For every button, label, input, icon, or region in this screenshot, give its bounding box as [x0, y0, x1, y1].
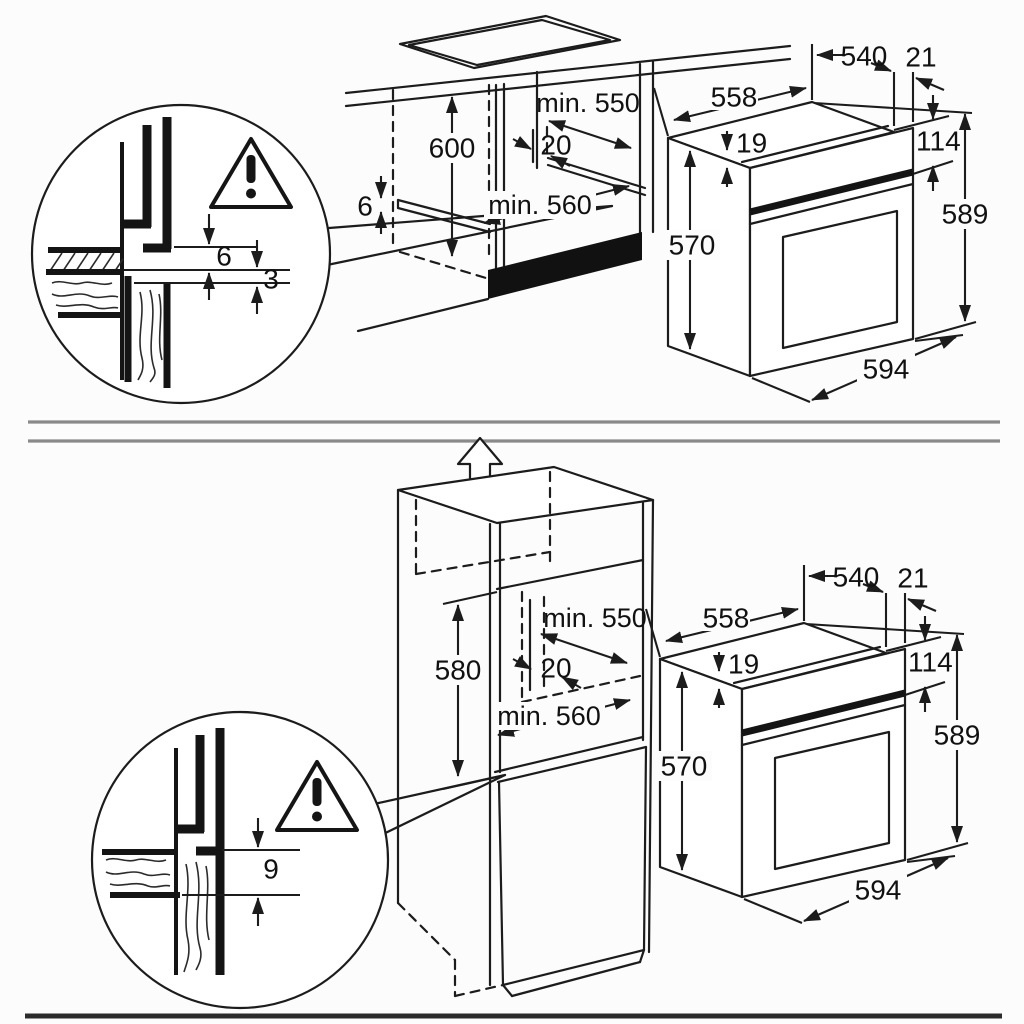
bottom-panel: 540 21 558 19 114 589 570 594 580 min. 5…: [90, 436, 983, 1010]
top-cabinet-drawing: [356, 60, 655, 333]
top-oven-overhang-label: 21: [905, 42, 936, 73]
bottom-cabinet-gap-label: 20: [540, 653, 571, 684]
bottom-cabinet-depth-label: min. 550: [543, 603, 647, 633]
top-oven-lip-label: 19: [736, 128, 767, 159]
top-oven-front-width-label: 594: [863, 354, 910, 385]
bottom-oven-width-label: 558: [703, 603, 750, 634]
bottom-oven-total-height-label: 589: [934, 720, 981, 751]
bottom-cabinet-height-label: 580: [435, 655, 482, 686]
plinth-shadow: [488, 232, 642, 299]
panel-divider: [28, 420, 1000, 443]
hob-cutout-inner: [407, 18, 612, 67]
bottom-oven-overhang-label: 21: [897, 563, 928, 594]
top-detail-clearance-label: 3: [263, 264, 279, 295]
top-cabinet-gap-label: 20: [540, 130, 571, 161]
top-oven-drawing: [654, 44, 991, 402]
top-cabinet-depth-label: min. 550: [536, 88, 640, 118]
hob-cutout-outer: [398, 14, 622, 70]
top-oven-total-height-label: 589: [942, 199, 989, 230]
top-oven-panel-height-label: 114: [916, 126, 961, 157]
bottom-cabinet-width-label: min. 560: [497, 701, 601, 731]
top-detail-gap-label: 6: [216, 241, 232, 272]
bottom-oven-depth-label: 540: [833, 562, 880, 593]
top-cabinet-rail-label: 6: [357, 191, 373, 222]
top-oven-side-height-label: 570: [669, 230, 716, 261]
top-detail-callout: [30, 103, 614, 405]
top-panel: 540 21 558 19 114 589 570 594 600 min. 5…: [30, 14, 991, 405]
top-worktop-drawing: [344, 14, 792, 108]
bottom-oven-side-height-label: 570: [661, 751, 708, 782]
top-cabinet-width-label: min. 560: [488, 190, 592, 220]
bottom-detail-clearance-label: 9: [263, 854, 279, 885]
top-oven-width-label: 558: [711, 82, 758, 113]
bottom-cabinet-drawing: [396, 465, 655, 998]
top-oven-depth-label: 540: [841, 41, 888, 72]
bottom-detail-callout: [90, 710, 507, 1010]
bottom-oven-drawing: [646, 565, 983, 923]
bottom-oven-panel-height-label: 114: [908, 647, 953, 678]
bottom-oven-lip-label: 19: [728, 649, 759, 680]
top-cabinet-height-label: 600: [429, 133, 476, 164]
bottom-oven-front-width-label: 594: [855, 875, 902, 906]
